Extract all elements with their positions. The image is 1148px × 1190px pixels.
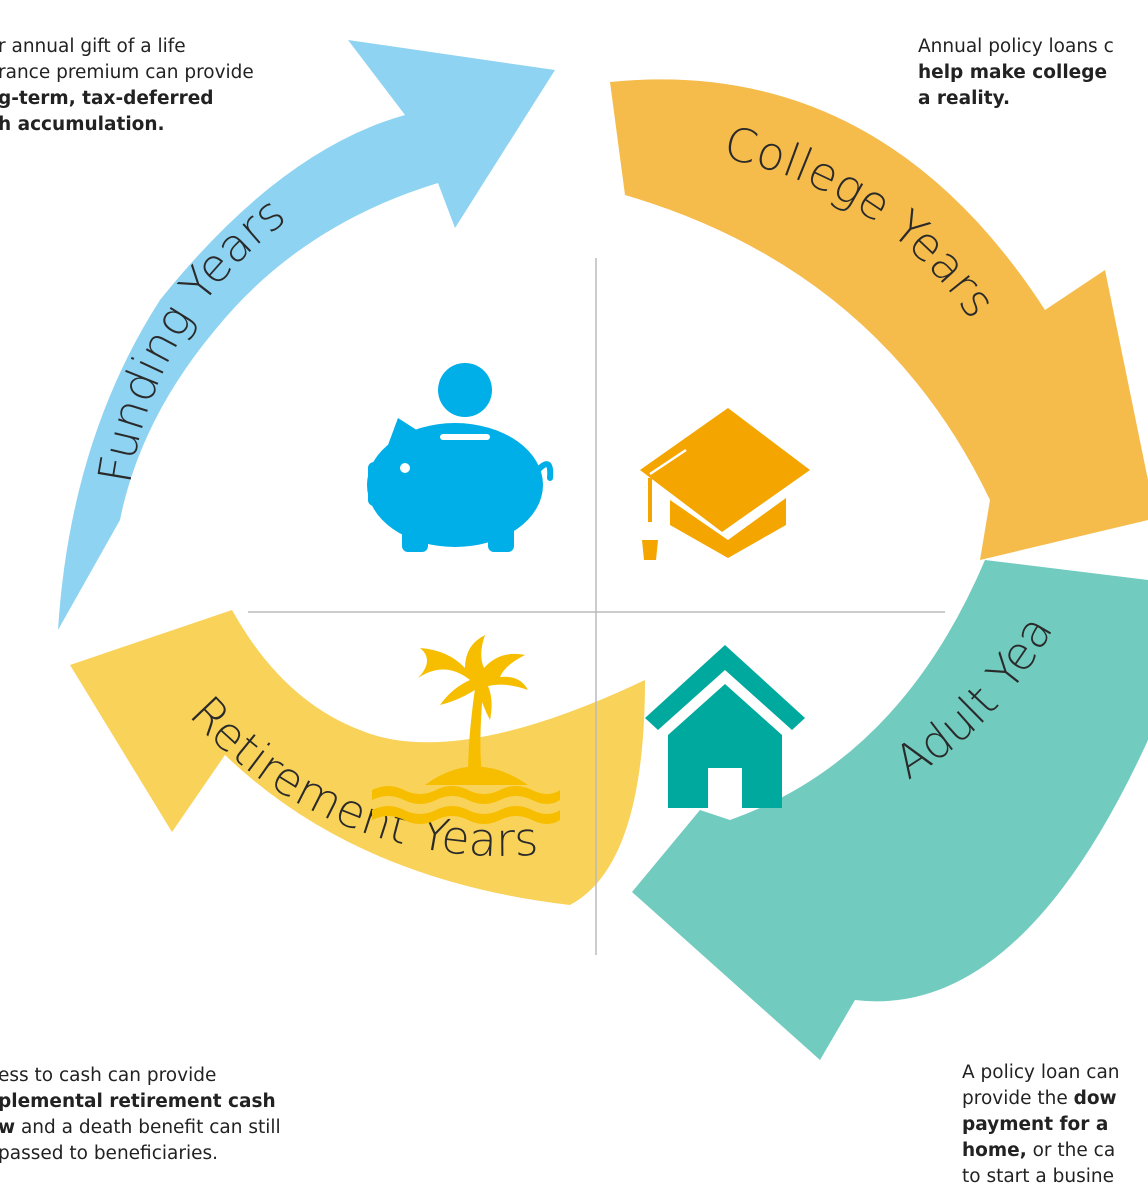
adult-note: A policy loan can provide the dow paymen… [962, 1060, 1120, 1190]
funding-note: r annual gift of a life rance premium ca… [0, 34, 254, 138]
college-note-line-1: Annual policy loans c [918, 36, 1114, 57]
cap-highlight [649, 448, 687, 476]
funding-note-line-2: rance premium can provide [0, 62, 254, 83]
adult-years-arrow [632, 560, 1148, 1060]
college-note: Annual policy loans c help make college … [918, 34, 1114, 112]
piggy-bank-icon [367, 363, 554, 552]
graduation-cap-icon [640, 408, 810, 560]
adult-note-line-1: A policy loan can [962, 1062, 1120, 1083]
house-icon [645, 645, 805, 808]
funding-note-line-4: h accumulation. [0, 114, 165, 135]
funding-years-arrow [58, 40, 555, 630]
retirement-note-line-4: passed to beneficiaries. [0, 1143, 218, 1164]
adult-note-line-4: home, or the ca [962, 1140, 1116, 1161]
palm-island-icon [372, 635, 560, 824]
funding-years-label: Funding Years [87, 186, 294, 487]
funding-note-line-3: g-term, tax-deferred [0, 88, 214, 109]
college-years-arrow [610, 79, 1148, 561]
retirement-note-line-1: ess to cash can provide [0, 1065, 217, 1086]
funding-note-line-1: r annual gift of a life [0, 36, 186, 57]
college-note-line-3: a reality. [918, 88, 1010, 109]
college-note-line-2: help make college [918, 62, 1107, 83]
adult-note-line-3: payment for a [962, 1114, 1109, 1135]
retirement-note-line-2: plemental retirement cash [0, 1091, 276, 1112]
retirement-years-arrow [70, 610, 645, 905]
piggy-eye [400, 463, 410, 473]
adult-note-line-2: provide the dow [962, 1088, 1117, 1109]
adult-note-line-5: to start a busine [962, 1166, 1114, 1187]
retirement-note-line-3: w and a death benefit can still [0, 1117, 281, 1138]
retirement-note: ess to cash can provide plemental retire… [0, 1063, 281, 1167]
coin-slot [440, 434, 490, 440]
